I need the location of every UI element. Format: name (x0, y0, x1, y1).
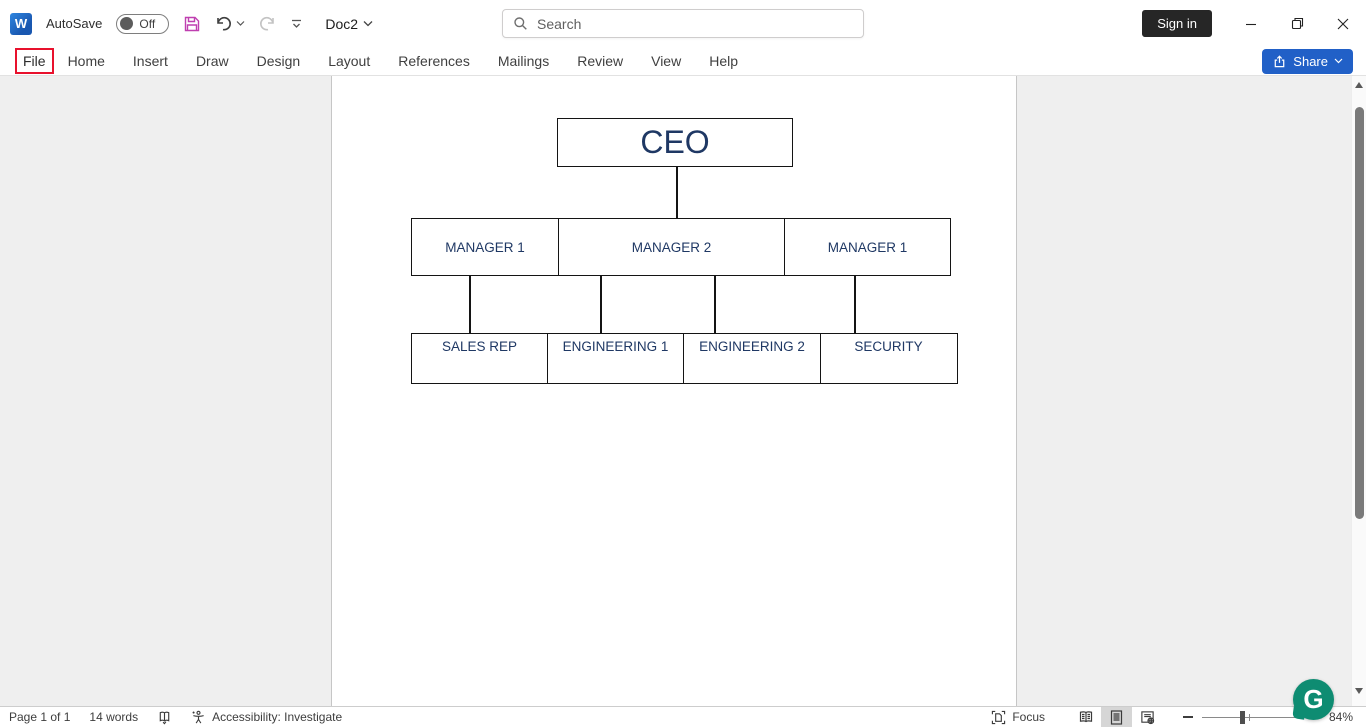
org-connector-line (854, 276, 856, 333)
scrollbar-thumb[interactable] (1355, 107, 1364, 519)
tab-design[interactable]: Design (256, 52, 301, 69)
toggle-knob-icon (120, 17, 134, 30)
org-box-security[interactable]: SECURITY (819, 333, 958, 384)
undo-dropdown-icon (236, 21, 245, 26)
save-icon[interactable] (183, 15, 201, 33)
sign-in-button[interactable]: Sign in (1142, 10, 1212, 37)
status-bar: Page 1 of 1 14 words Accessibility: Inve… (0, 706, 1366, 727)
grammarly-icon[interactable]: G (1293, 679, 1334, 720)
minimize-button[interactable] (1228, 0, 1274, 47)
chevron-down-icon (363, 21, 373, 27)
share-label: Share (1293, 53, 1328, 69)
search-input[interactable] (537, 15, 853, 32)
search-icon (514, 17, 527, 30)
tab-layout[interactable]: Layout (328, 52, 371, 69)
undo-icon[interactable] (214, 15, 245, 33)
focus-mode-button[interactable]: Focus (991, 710, 1045, 725)
zoom-slider[interactable] (1202, 710, 1296, 724)
share-dropdown-icon (1334, 58, 1343, 64)
org-box-manager-3[interactable]: MANAGER 1 (784, 218, 951, 276)
document-page[interactable]: CEO MANAGER 1 MANAGER 2 MANAGER 1 SALES … (331, 76, 1017, 706)
accessibility-icon (192, 710, 204, 723)
document-area: CEO MANAGER 1 MANAGER 2 MANAGER 1 SALES … (0, 76, 1366, 706)
accessibility-checker[interactable]: Accessibility: Investigate (191, 710, 342, 725)
share-icon (1274, 54, 1285, 67)
search-box[interactable] (502, 9, 864, 38)
web-layout-button[interactable] (1132, 707, 1163, 727)
scroll-up-icon[interactable] (1355, 82, 1363, 88)
proofing-errors-icon[interactable] (157, 710, 172, 725)
scroll-down-icon[interactable] (1355, 688, 1363, 694)
zoom-level[interactable]: 84% (1328, 710, 1353, 724)
tab-review[interactable]: Review (577, 52, 624, 69)
page-indicator[interactable]: Page 1 of 1 (9, 710, 71, 724)
autosave-toggle[interactable]: Off (116, 13, 170, 34)
autosave-label: AutoSave (46, 16, 103, 31)
tab-file[interactable]: File (15, 48, 54, 74)
org-box-sales-rep[interactable]: SALES REP (411, 333, 548, 384)
autosave-state: Off (139, 16, 156, 31)
org-connector-line (714, 276, 716, 333)
org-box-engineering-2[interactable]: ENGINEERING 2 (683, 333, 821, 384)
tab-draw[interactable]: Draw (195, 52, 229, 69)
org-connector-line (469, 276, 471, 333)
word-app-icon[interactable]: W (10, 12, 32, 35)
tab-home[interactable]: Home (67, 52, 105, 69)
word-count[interactable]: 14 words (89, 710, 139, 724)
title-bar: W AutoSave Off (0, 0, 1366, 47)
restore-button[interactable] (1274, 0, 1320, 47)
tab-help[interactable]: Help (709, 52, 738, 69)
vertical-scrollbar[interactable] (1351, 76, 1366, 706)
word-logo-letter: W (14, 16, 28, 31)
zoom-slider-midpoint (1249, 713, 1250, 721)
document-title-label: Doc2 (325, 15, 359, 32)
quick-access-overflow-icon[interactable] (290, 18, 303, 30)
tab-view[interactable]: View (651, 52, 682, 69)
zoom-out-icon[interactable] (1183, 716, 1193, 718)
tab-references[interactable]: References (398, 52, 470, 69)
org-box-engineering-1[interactable]: ENGINEERING 1 (546, 333, 685, 384)
print-layout-button[interactable] (1101, 706, 1132, 727)
ribbon-tabs: File Home Insert Draw Design Layout Refe… (0, 47, 1366, 76)
tab-mailings[interactable]: Mailings (497, 52, 550, 69)
grammarly-letter: G (1303, 684, 1324, 714)
zoom-slider-thumb[interactable] (1240, 710, 1245, 724)
share-button[interactable]: Share (1262, 48, 1353, 74)
redo-icon[interactable] (258, 15, 277, 33)
org-box-manager-2[interactable]: MANAGER 2 (557, 218, 786, 276)
focus-icon (992, 710, 1006, 724)
accessibility-status: Accessibility: Investigate (212, 710, 343, 724)
close-button[interactable] (1320, 0, 1366, 47)
org-connector-line (676, 167, 678, 218)
org-box-ceo[interactable]: CEO (557, 118, 793, 167)
focus-label: Focus (1012, 710, 1045, 724)
tab-insert[interactable]: Insert (132, 52, 168, 69)
document-title[interactable]: Doc2 (325, 16, 373, 32)
read-mode-button[interactable] (1070, 707, 1101, 727)
org-box-manager-1[interactable]: MANAGER 1 (411, 218, 559, 276)
org-connector-line (600, 276, 602, 333)
